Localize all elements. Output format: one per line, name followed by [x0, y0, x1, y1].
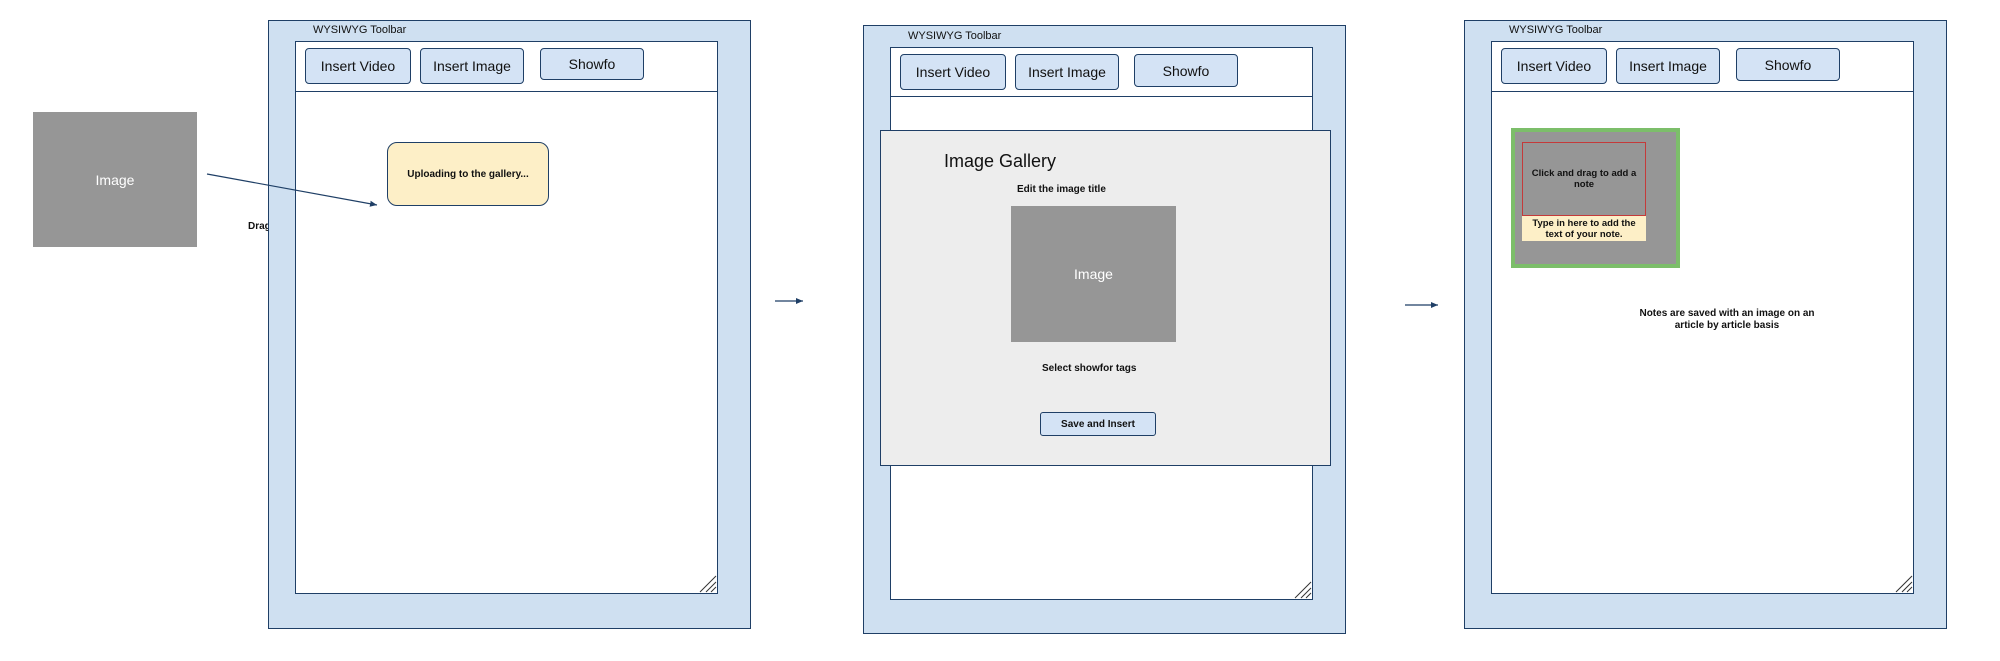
standalone-image-label: Image	[95, 171, 135, 188]
panel-1-editor[interactable]	[295, 41, 718, 594]
panel-3-showfo-button[interactable]: Showfo	[1736, 48, 1840, 81]
panel-1-insert-image-button[interactable]: Insert Image	[420, 48, 524, 84]
edit-image-title-field[interactable]: Edit the image title	[1017, 184, 1106, 195]
panel-1-toolbar-divider	[295, 91, 718, 92]
notes-caption: Notes are saved with an image on an arti…	[1639, 308, 1815, 331]
panel-3-toolbar-title: WYSIWYG Toolbar	[1509, 24, 1603, 36]
panel-1-resize-handle	[699, 575, 717, 593]
panel-1-showfo-button[interactable]: Showfo	[540, 48, 644, 80]
panel-2-showfo-button[interactable]: Showfo	[1134, 54, 1238, 87]
panel-2-insert-image-button[interactable]: Insert Image	[1015, 54, 1119, 90]
gallery-image[interactable]: Image	[1011, 206, 1176, 342]
panel-2-resize-handle	[1294, 581, 1312, 599]
panel-1-toolbar-title: WYSIWYG Toolbar	[313, 24, 407, 36]
note-text-input[interactable]: Type in here to add the text of your not…	[1522, 216, 1646, 241]
panel-3-insert-image-button[interactable]: Insert Image	[1616, 48, 1720, 84]
panel-3-insert-video-button[interactable]: Insert Video	[1501, 48, 1607, 84]
note-drag-area[interactable]: Click and drag to add a note	[1522, 142, 1646, 216]
panel-2-toolbar-divider	[890, 96, 1313, 97]
panel-2-toolbar-title: WYSIWYG Toolbar	[908, 30, 1002, 42]
save-and-insert-button[interactable]: Save and Insert	[1040, 412, 1156, 436]
panel-3-toolbar-divider	[1491, 91, 1914, 92]
annotated-image[interactable]	[1511, 128, 1680, 268]
drag-drop-arrow	[206, 173, 378, 207]
upload-status-bubble: Uploading to the gallery...	[387, 142, 549, 206]
panel-2-insert-video-button[interactable]: Insert Video	[900, 54, 1006, 90]
panel-1-insert-video-button[interactable]: Insert Video	[305, 48, 411, 84]
gallery-image-label: Image	[1074, 266, 1113, 282]
gallery-title: Image Gallery	[944, 151, 1057, 171]
standalone-image[interactable]: Image	[33, 112, 197, 247]
showfor-tags-select[interactable]: Select showfor tags	[1042, 363, 1137, 374]
panel-3-resize-handle	[1895, 575, 1913, 593]
